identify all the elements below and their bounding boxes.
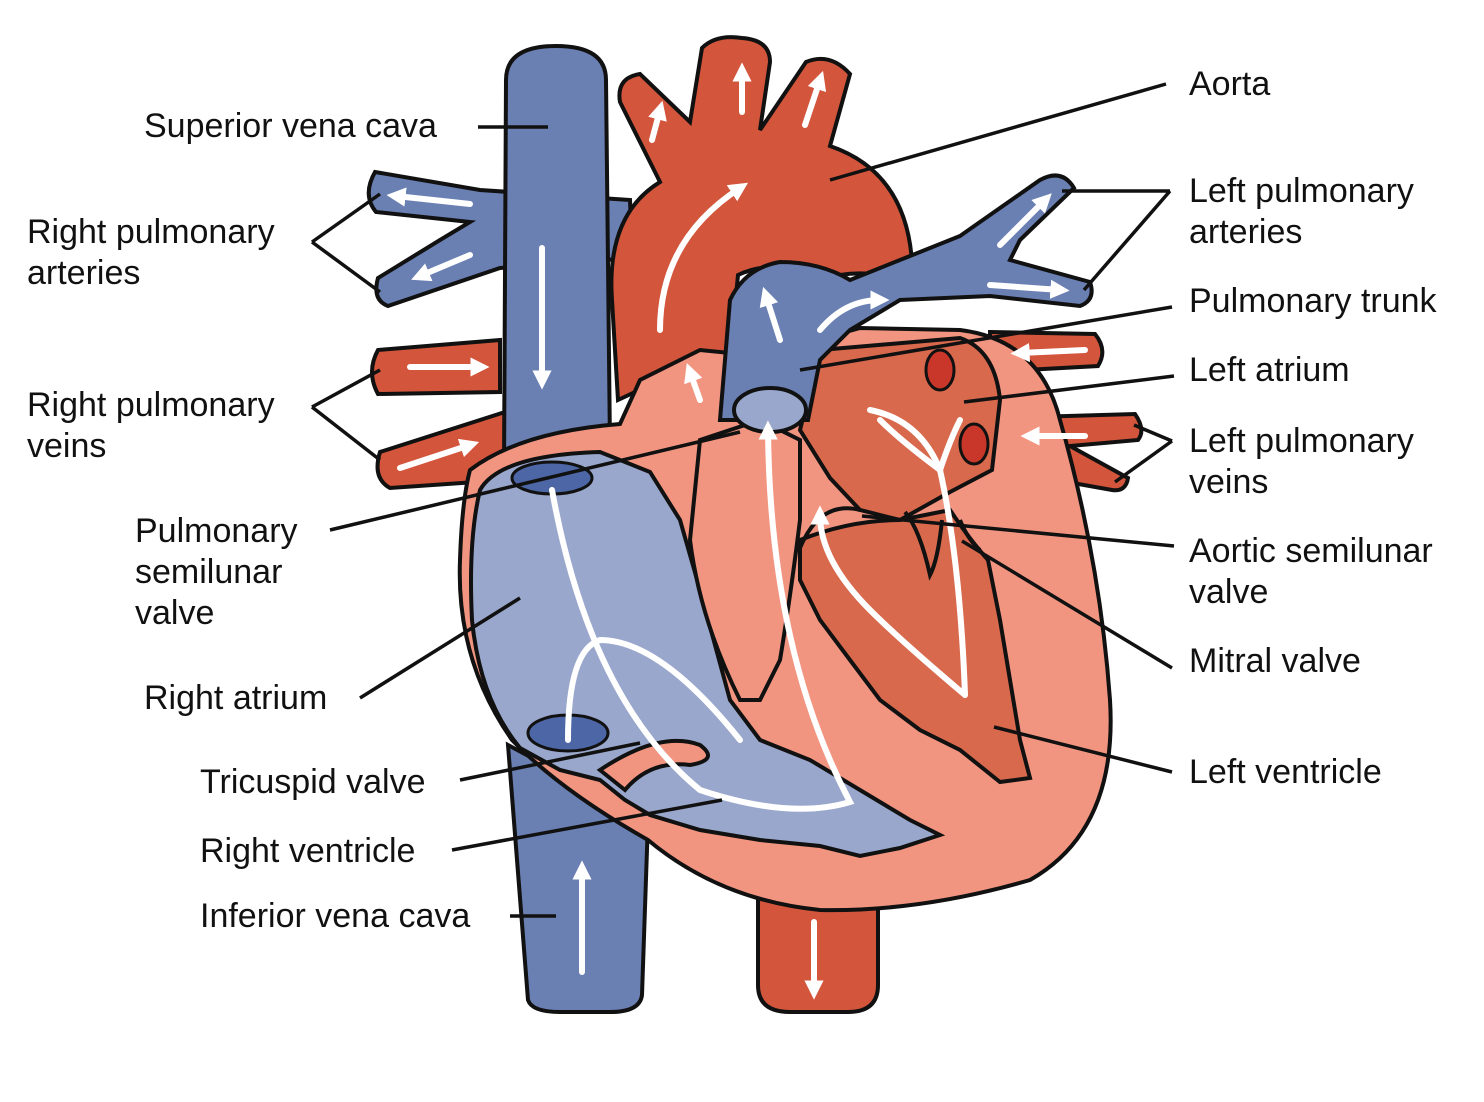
label-pulmonary-semilunar-valve-line-2: semilunar [135,553,283,591]
mitral-valve-shape [903,510,982,581]
label-right-pulmonary-arteries-line-1: Right pulmonary [27,213,275,251]
superior-vena-cava-vessel [501,43,613,471]
label-pulmonary-semilunar-valve-line-1: Pulmonary [135,512,298,550]
label-right-pulmonary-veins-line-1: Right pulmonary [27,386,275,424]
label-right-pulmonary-arteries-line-2: arteries [27,254,141,292]
left-pulmonary-vein-opening-1 [924,348,956,392]
label-right-pulmonary-arteries: Right pulmonary arteries [27,212,275,294]
label-left-ventricle: Left ventricle [1189,753,1382,791]
label-left-pulmonary-veins: Left pulmonary veins [1189,421,1414,503]
label-left-pulmonary-arteries-line-1: Left pulmonary [1189,172,1414,210]
label-right-pulmonary-veins: Right pulmonary veins [27,385,275,467]
leader-lines [310,82,1175,918]
descending-aorta [756,878,880,1014]
label-left-atrium: Left atrium [1189,351,1350,389]
label-left-pulmonary-arteries-line-2: arteries [1189,213,1303,251]
label-mitral-valve: Mitral valve [1189,642,1361,680]
label-pulmonary-semilunar-valve: Pulmonary semilunar valve [135,511,298,634]
pulmonary-trunk-vessel [717,173,1094,422]
label-right-pulmonary-veins-line-2: veins [27,427,107,465]
label-pulmonary-trunk: Pulmonary trunk [1189,282,1437,320]
tricuspid-valve-shape [596,738,710,793]
label-pulmonary-semilunar-valve-line-3: valve [135,594,215,632]
blood-flow-arrows [386,62,1088,1000]
label-aortic-semilunar-valve: Aortic semilunar valve [1189,531,1433,613]
label-aortic-semilunar-valve-line-1: Aortic semilunar [1189,532,1433,570]
label-left-pulmonary-arteries: Left pulmonary arteries [1189,171,1414,253]
label-tricuspid-valve: Tricuspid valve [200,763,426,801]
label-right-ventricle: Right ventricle [200,832,416,870]
label-superior-vena-cava: Superior vena cava [144,107,437,145]
label-left-pulmonary-veins-line-1: Left pulmonary [1189,422,1414,460]
pulmonary-semilunar-valve-shape [732,386,808,434]
label-inferior-vena-cava: Inferior vena cava [200,897,471,935]
label-right-atrium: Right atrium [144,679,328,717]
left-pulmonary-vein-opening-2 [958,422,990,466]
label-aortic-semilunar-valve-line-2: valve [1189,573,1269,611]
label-aorta: Aorta [1189,65,1271,103]
label-left-pulmonary-veins-line-2: veins [1189,463,1269,501]
